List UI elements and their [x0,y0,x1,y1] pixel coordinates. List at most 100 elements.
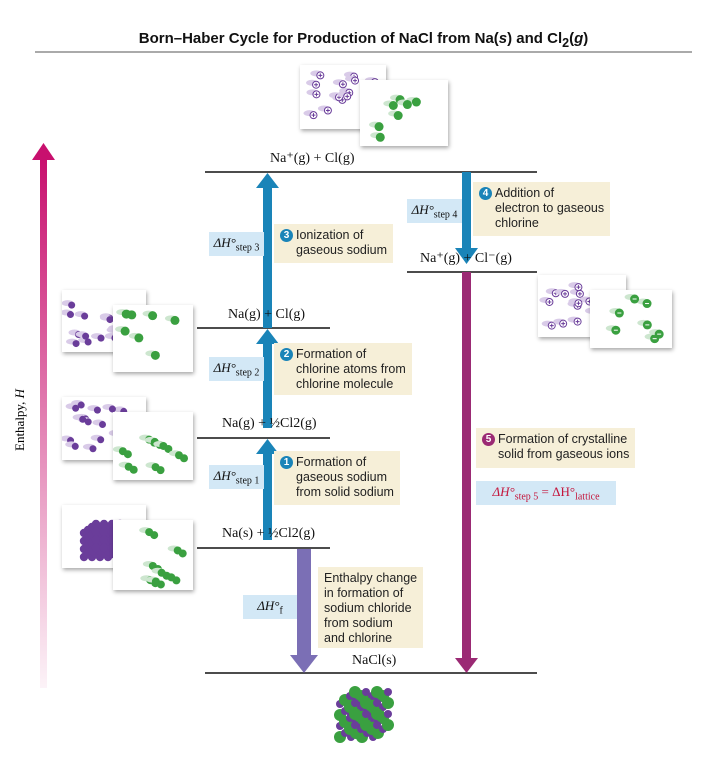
particle [82,332,90,340]
particle [180,454,189,463]
particle [360,719,372,731]
particle [106,316,114,324]
arrow-step-1 [256,439,279,540]
particle [393,111,403,121]
particle [79,415,87,423]
plus-sign-icon [318,73,323,78]
particle [384,688,392,696]
cl2-molecule-particles-image [113,520,193,590]
particle [371,686,383,698]
particle [382,719,394,731]
particle [91,535,101,545]
nacl-crystal-image [334,686,394,743]
particle [71,442,79,450]
particle [156,580,165,589]
particle [120,326,130,336]
particle [99,527,109,537]
plus-sign-icon [340,82,345,87]
particle [99,535,109,545]
particle [384,710,392,718]
plus-sign-icon [314,92,319,97]
particle [134,333,144,343]
particle [362,688,370,696]
cl2-molecule-particles-image [113,412,193,480]
particle [66,311,74,319]
particle [411,97,421,107]
particle [91,527,101,537]
particle [150,350,160,360]
particle [349,708,361,720]
particle [371,708,383,720]
diagram-title: Born–Haber Cycle for Production of NaCl … [138,30,589,50]
level-label-ions: Na⁺(g) + Cl⁻(g) [420,251,512,266]
plus-sign-icon [575,319,580,324]
level-label-nacl: NaCl(s) [352,653,397,668]
particle [351,699,359,707]
particle [97,436,105,444]
arrow-step-4 [455,172,478,264]
particle [351,721,359,729]
dh-step-2: ΔH°step 2 [209,357,264,381]
enthalpy-axis-label: Enthalpy, H [12,389,27,451]
particle [99,519,109,529]
particle [97,334,105,342]
particle [148,311,158,321]
particle [129,465,138,474]
plus-sign-icon [549,323,554,328]
level-label-na-solid: Na(s) + ½Cl2(g) [222,526,316,541]
plus-sign-icon [314,82,319,87]
plus-sign-icon [345,94,350,99]
particle [360,697,372,709]
particle [402,100,412,110]
particle [84,338,92,346]
particle [349,686,361,698]
dh-formation: ΔH°f [243,595,297,619]
plus-sign-icon [577,291,582,296]
cl-atom-particles-image [113,305,193,372]
particle [108,405,116,413]
particle [172,576,181,585]
particle [388,101,398,111]
particle [72,404,80,412]
level-label-na-ion-cl-atom: Na⁺(g) + Cl(g) [270,151,355,166]
arrow-step-2 [256,329,279,428]
particle [84,418,92,426]
particle [373,721,381,729]
particle [375,132,385,142]
dh-step-3: ΔH°step 3 [209,232,264,256]
cl-atom-particles-image [360,80,448,146]
particle [77,401,85,409]
particle [68,301,76,309]
dh-step-5-lattice: ΔH°step 5 = ΔH°lattice [476,481,616,505]
particle [178,549,187,558]
enthalpy-axis-arrow [32,143,55,688]
plus-sign-icon [563,291,568,296]
plus-sign-icon [353,78,358,83]
particle [91,543,101,553]
cl-ion-particles-image [590,290,672,348]
level-label-atoms: Na(g) + Cl(g) [228,307,306,322]
particle [99,543,109,553]
particle [150,531,159,540]
arrow-step-5 [455,272,478,673]
arrow-formation [290,549,318,673]
particle [72,340,80,348]
dh-step-4: ΔH°step 4 [407,199,462,223]
particle [374,122,384,132]
particle [156,466,165,475]
particle [89,445,97,453]
particle [99,420,107,428]
dh-step-1: ΔH°step 1 [209,465,264,489]
particle [164,444,173,453]
particle [170,315,180,325]
plus-sign-icon [311,113,316,118]
particle [121,309,131,319]
